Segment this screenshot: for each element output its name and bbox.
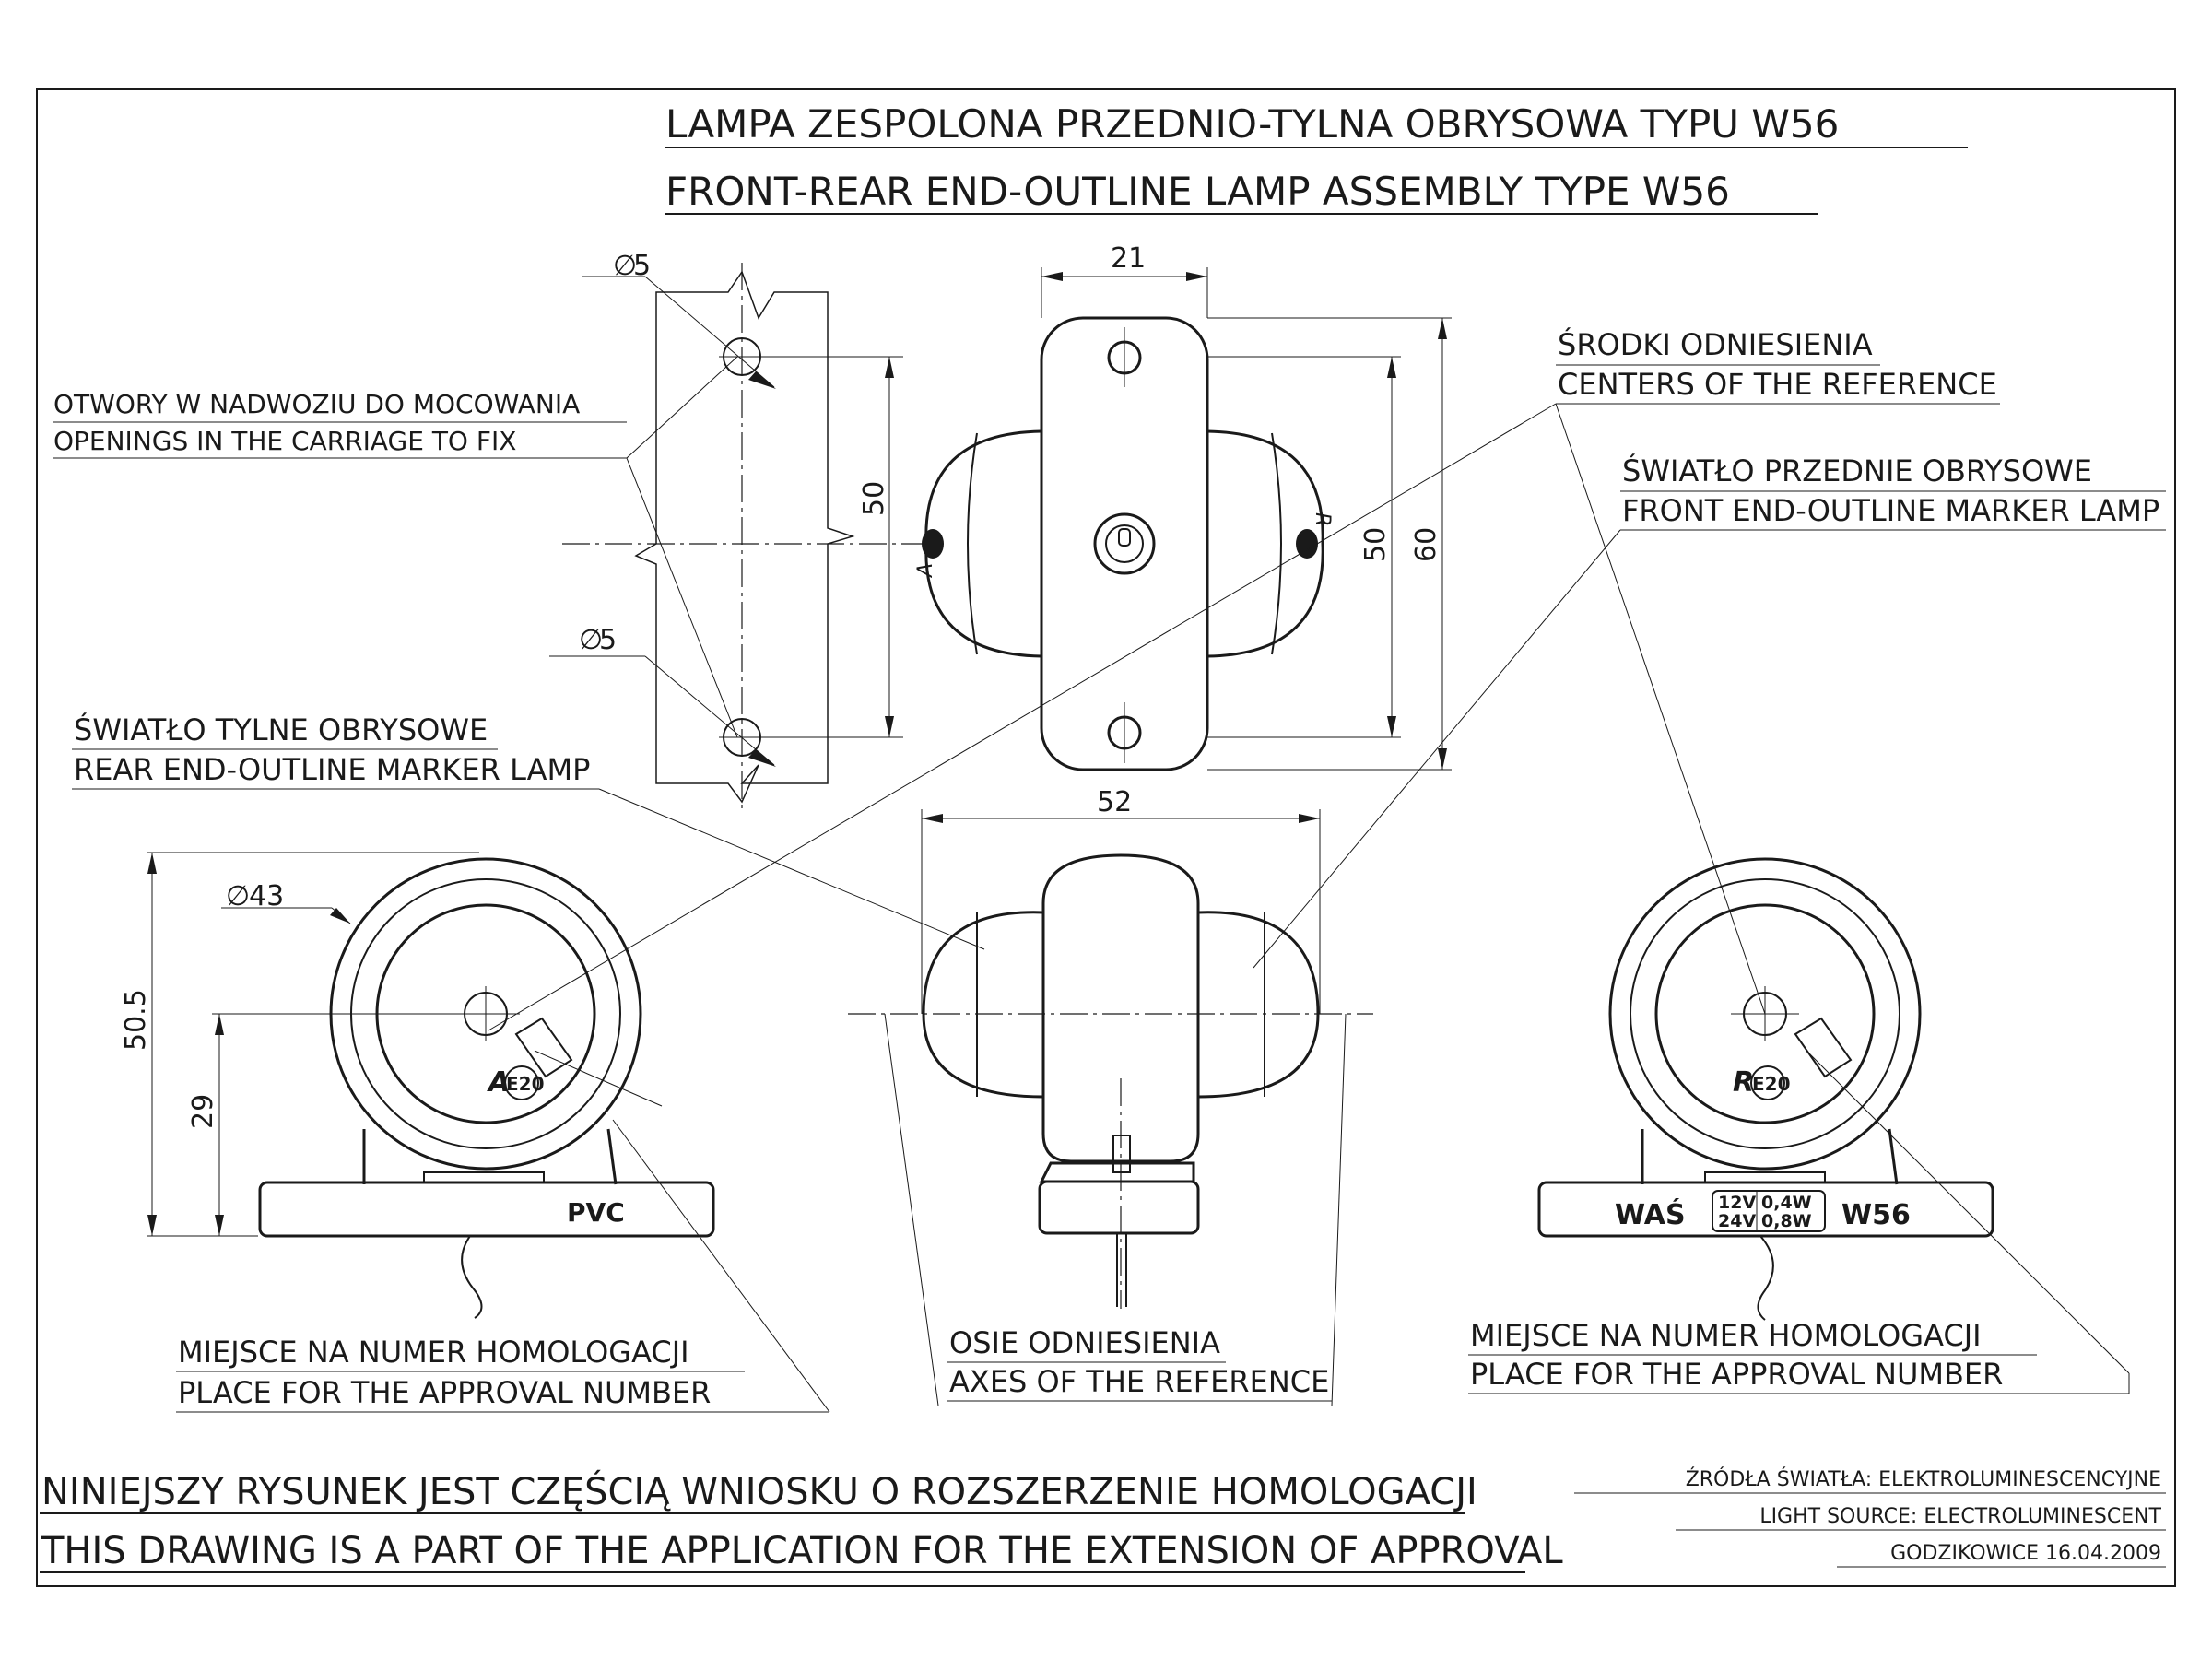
- axes-label-pl: OSIE ODNIESIENIA: [949, 1325, 1220, 1360]
- source-en: LIGHT SOURCE: ELECTROLUMINESCENT: [1759, 1505, 2161, 1528]
- dim-width-52: 52: [1097, 786, 1132, 818]
- power-04: 0,4W: [1761, 1193, 1812, 1213]
- voltage-24: 24V: [1718, 1211, 1756, 1231]
- rear-lamp-label-pl: ŚWIATŁO TYLNE OBRYSOWE: [74, 712, 488, 747]
- voltage-12: 12V: [1718, 1193, 1756, 1213]
- dim-height-50-5: 50.5: [120, 989, 152, 1051]
- mark-a: A: [487, 1066, 510, 1099]
- mark-r-side: R: [1311, 512, 1334, 526]
- dim-hole-bottom: 5: [599, 624, 617, 656]
- diameter-symbol-bottom: ∅: [579, 624, 603, 656]
- dim-height-60: 60: [1410, 527, 1442, 562]
- front-lamp-label-en: FRONT END-OUTLINE MARKER LAMP: [1622, 493, 2159, 528]
- footer-note-pl: NINIEJSZY RYSUNEK JEST CZĘŚCIĄ WNIOSKU O…: [41, 1469, 1477, 1513]
- front-lamp-label-pl: ŚWIATŁO PRZEDNIE OBRYSOWE: [1622, 453, 2092, 488]
- drawing-border: [36, 88, 2176, 1587]
- dim-diameter-43: 43: [249, 880, 284, 912]
- e-code-left: E20: [506, 1073, 545, 1095]
- dim-height-50: 50: [1359, 527, 1392, 562]
- front-view: [848, 809, 1373, 1406]
- rear-lamp-label-en: REAR END-OUTLINE MARKER LAMP: [74, 752, 590, 787]
- title-pl: LAMPA ZESPOLONA PRZEDNIO-TYLNA OBRYSOWA …: [665, 101, 1839, 147]
- rear-side-view: [147, 852, 715, 1319]
- mark-r: R: [1733, 1066, 1754, 1099]
- openings-label-en: OPENINGS IN THE CARRIAGE TO FIX: [53, 426, 516, 456]
- pvc-marking: PVC: [567, 1197, 625, 1228]
- dim-holes-spacing: 50: [858, 481, 890, 516]
- front-side-view: [1537, 857, 2130, 1374]
- top-view: [922, 267, 1452, 771]
- openings-label-pl: OTWORY W NADWOZIU DO MOCOWANIA: [53, 389, 580, 419]
- approval-left-en: PLACE FOR THE APPROVAL NUMBER: [178, 1375, 711, 1410]
- mounting-holes-view: 50: [549, 263, 922, 811]
- maker-marking: WAŚ: [1615, 1197, 1686, 1231]
- approval-right-pl: MIEJSCE NA NUMER HOMOLOGACJI: [1470, 1318, 1982, 1353]
- title-en: FRONT-REAR END-OUTLINE LAMP ASSEMBLY TYP…: [665, 169, 1730, 214]
- mark-a-side: A: [914, 563, 937, 579]
- e-code-right: E20: [1752, 1073, 1791, 1095]
- approval-right-en: PLACE FOR THE APPROVAL NUMBER: [1470, 1357, 2003, 1392]
- centers-label-en: CENTERS OF THE REFERENCE: [1558, 367, 1997, 402]
- footer-note-en: THIS DRAWING IS A PART OF THE APPLICATIO…: [41, 1530, 1563, 1572]
- power-08: 0,8W: [1761, 1211, 1812, 1231]
- e-mark-left: [504, 1065, 539, 1100]
- axes-label-en: AXES OF THE REFERENCE: [949, 1364, 1329, 1399]
- approval-left-pl: MIEJSCE NA NUMER HOMOLOGACJI: [178, 1335, 689, 1370]
- model-marking: W56: [1841, 1199, 1911, 1231]
- diameter-symbol-43: ∅: [226, 880, 250, 912]
- dim-width-top: 21: [1111, 242, 1146, 275]
- dim-hole-top: 5: [633, 250, 651, 282]
- diameter-symbol-top: ∅: [613, 250, 637, 282]
- place-date: GODZIKOWICE 16.04.2009: [1890, 1542, 2161, 1565]
- centers-label-pl: ŚRODKI ODNIESIENIA: [1558, 326, 1873, 362]
- source-pl: ŹRÓDŁA ŚWIATŁA: ELEKTROLUMINESCENCYJNE: [1686, 1467, 2161, 1491]
- dim-height-29: 29: [187, 1094, 219, 1129]
- e-mark-right: [1750, 1065, 1785, 1100]
